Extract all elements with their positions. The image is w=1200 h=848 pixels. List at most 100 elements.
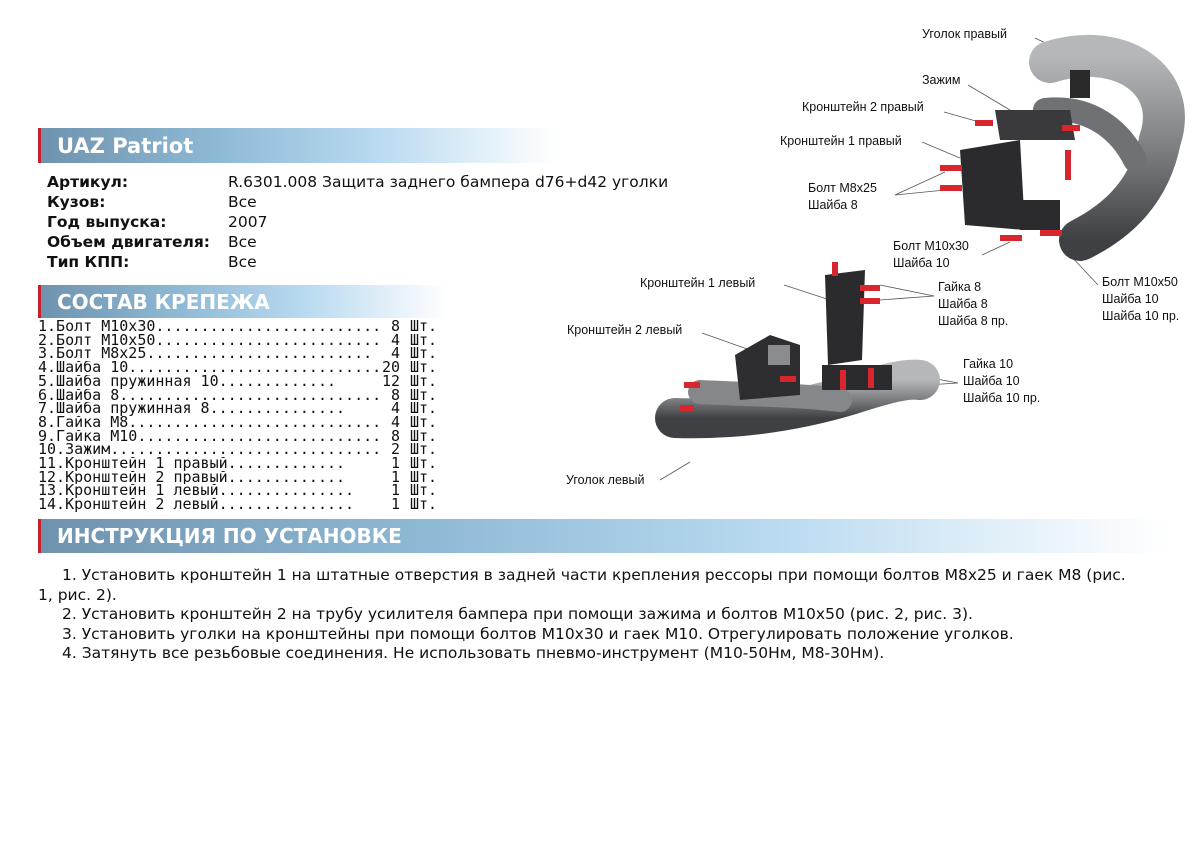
detail-value: Все <box>228 233 257 251</box>
part-name: 6.Шайба 8............................. <box>38 388 378 403</box>
parts-list-item: 4.Шайба 10............................20… <box>38 358 438 377</box>
label-clamp: Зажим <box>922 73 961 87</box>
part-unit: Шт. <box>410 440 438 459</box>
part-unit: Шт. <box>410 399 438 418</box>
left-bolts <box>680 262 880 411</box>
part-qty: 2 <box>390 440 400 459</box>
parts-list-item: 11.Кронштейн 1 правый............. 1 Шт. <box>38 454 438 473</box>
label-bracket2-left: Кронштейн 2 левый <box>567 323 683 337</box>
right-corner-tube <box>1029 34 1185 261</box>
label-line: Шайба 8 пр. <box>938 314 1009 328</box>
part-name: 2.Болт М10х50......................... <box>38 333 378 348</box>
part-unit: Шт. <box>410 481 438 500</box>
part-unit: Шт. <box>410 454 438 473</box>
part-qty: 12 <box>381 371 400 390</box>
parts-list-item: 13.Кронштейн 1 левый............... 1 Шт. <box>38 481 438 500</box>
label-line: Болт М10х30 <box>893 239 969 253</box>
detail-value: Все <box>228 253 257 271</box>
part-unit: Шт. <box>410 426 438 445</box>
label-line: Шайба 10 <box>963 374 1020 388</box>
detail-row: Кузов:Все <box>47 192 668 212</box>
part-qty: 1 <box>390 467 400 486</box>
label-line: Болт М8х25 <box>808 181 877 195</box>
label-corner-left: Уголок левый <box>566 473 645 487</box>
part-unit: Шт. <box>410 467 438 486</box>
detail-value: Все <box>228 193 257 211</box>
part-unit: Шт. <box>410 371 438 390</box>
part-name: 14.Кронштейн 2 левый............... <box>38 498 355 512</box>
part-qty: 1 <box>390 481 400 500</box>
parts-section-title: СОСТАВ КРЕПЕЖА <box>57 290 270 314</box>
label-bracket1-left: Кронштейн 1 левый <box>640 276 756 290</box>
product-details: Артикул: R.6301.008 Защита заднего бампер… <box>47 172 668 272</box>
part-qty: 4 <box>390 412 400 431</box>
detail-row: Артикул: R.6301.008 Защита заднего бампер… <box>47 172 668 192</box>
part-qty: 20 <box>381 358 400 377</box>
detail-label: Год выпуска: <box>47 213 167 231</box>
label-line: Болт М10х50 <box>1102 275 1178 289</box>
instructions-section-bar: ИНСТРУКЦИЯ ПО УСТАНОВКЕ <box>38 519 1168 553</box>
part-name: 11.Кронштейн 1 правый............. <box>38 457 346 471</box>
part-qty: 4 <box>390 399 400 418</box>
part-unit: Шт. <box>410 412 438 431</box>
parts-list-item: 3.Болт М8х25......................... 4 Шт… <box>38 344 438 363</box>
parts-list-item: 14.Кронштейн 2 левый............... 1 Шт. <box>38 495 438 514</box>
model-title: UAZ Patriot <box>57 134 194 158</box>
part-name: 1.Болт М10х30......................... <box>38 320 378 334</box>
part-name: 3.Болт М8х25......................... <box>38 347 373 362</box>
label-bracket2-right: Кронштейн 2 правый <box>802 100 924 114</box>
instruction-step: 1. Установить кронштейн 1 на штатные отв… <box>38 566 1126 604</box>
label-line: Шайба 10 <box>1102 292 1159 306</box>
part-unit: Шт. <box>410 330 438 349</box>
part-unit: Шт. <box>410 495 438 514</box>
part-qty: 4 <box>390 344 400 363</box>
part-qty: 4 <box>390 330 400 349</box>
part-name: 9.Гайка М10........................... <box>38 429 378 444</box>
instruction-step: 4. Затянуть все резьбовые соединения. Не… <box>62 644 885 662</box>
part-qty: 8 <box>390 317 400 335</box>
part-unit: Шт. <box>410 358 438 377</box>
part-qty: 8 <box>390 385 400 404</box>
label-corner-right: Уголок правый <box>922 27 1007 41</box>
detail-value: 2007 <box>228 213 268 231</box>
part-unit: Шт. <box>410 385 438 404</box>
part-name: 12.Кронштейн 2 правый............. <box>38 470 346 485</box>
label-bracket1-right: Кронштейн 1 правый <box>780 134 902 148</box>
part-name: 4.Шайба 10............................ <box>38 361 378 375</box>
label-line: Гайка 10 <box>963 357 1014 371</box>
instructions-section-title: ИНСТРУКЦИЯ ПО УСТАНОВКЕ <box>57 524 402 548</box>
detail-label: Тип КПП: <box>47 253 130 271</box>
part-name: 13.Кронштейн 1 левый............... <box>38 484 355 499</box>
part-unit: Шт. <box>410 317 438 335</box>
instruction-step: 2. Установить кронштейн 2 на трубу усили… <box>62 605 973 623</box>
part-name: 10.Зажим.............................. <box>38 443 378 458</box>
part-qty: 1 <box>390 495 400 514</box>
parts-section-bar: СОСТАВ КРЕПЕЖА <box>38 285 448 318</box>
label-line: Шайба 10 пр. <box>1102 309 1180 323</box>
detail-row: Год выпуска: 2007 <box>47 212 668 232</box>
part-unit: Шт. <box>410 344 438 363</box>
detail-label: Артикул: <box>47 173 129 191</box>
label-line: Шайба 8 <box>938 297 988 311</box>
parts-list-item: 12.Кронштейн 2 правый............. 1 Шт. <box>38 467 438 486</box>
detail-value: R.6301.008 Защита заднего бампера d76+d4… <box>228 173 669 191</box>
right-bracket <box>960 110 1075 230</box>
instructions: 1. Установить кронштейн 1 на штатные отв… <box>38 566 1138 664</box>
detail-row: Объем двигателя:Все <box>47 232 668 252</box>
part-name: 8.Гайка М8............................ <box>38 415 378 430</box>
part-qty: 1 <box>390 454 400 473</box>
instruction-step: 3. Установить уголки на кронштейны при п… <box>62 624 1014 643</box>
left-bracket <box>735 270 892 400</box>
